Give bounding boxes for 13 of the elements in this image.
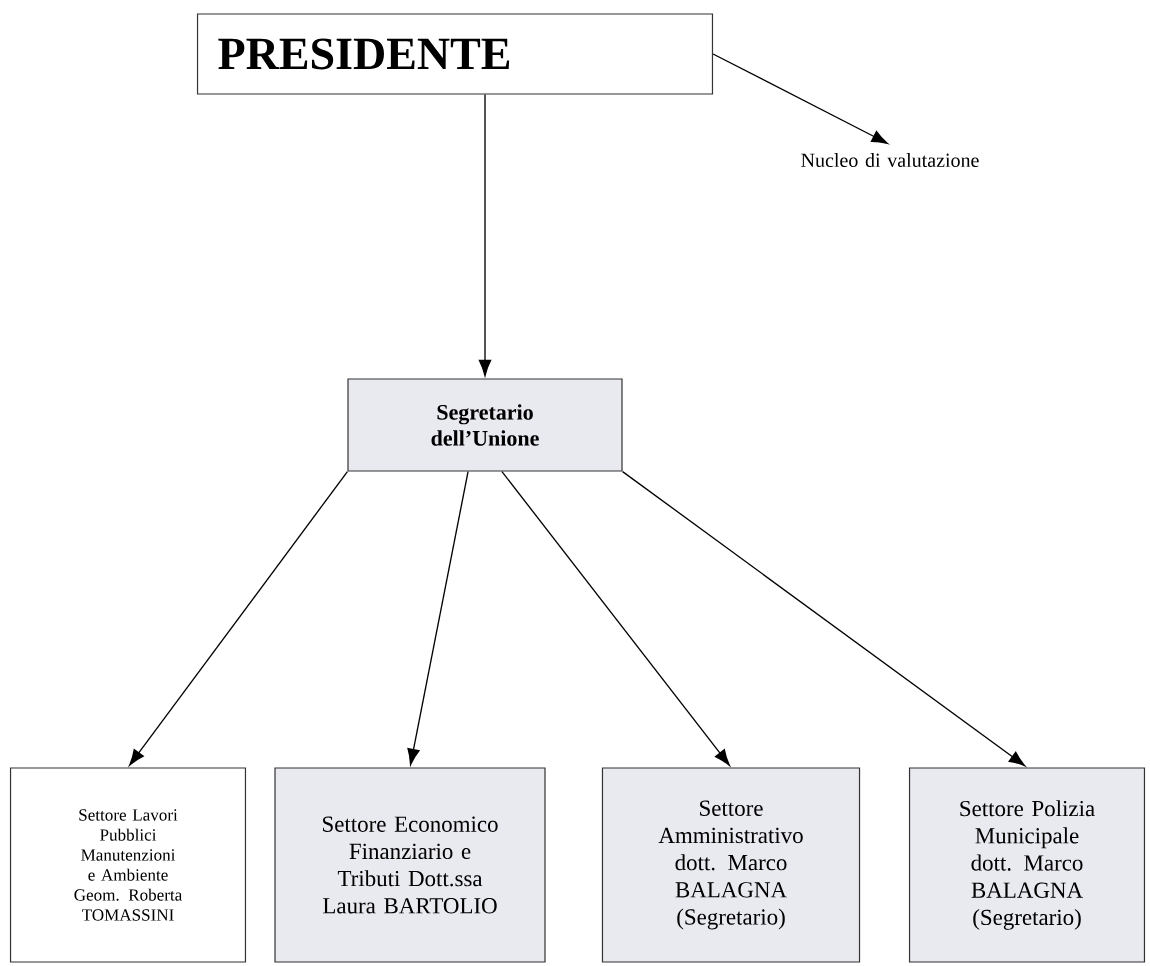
- process-box: Settore Lavori Pubblici Manutenzioni e Ambiente Geom. Roberta TOMASSINI: [9, 767, 247, 963]
- title-box: PRESIDENTE: [196, 13, 714, 95]
- arrow: [478, 93, 492, 377]
- arrow: [407, 470, 469, 766]
- process-box: Segretario dell’Unione: [347, 378, 623, 472]
- arrow: [621, 470, 1026, 767]
- arrow: [712, 53, 889, 145]
- process-box: Settore Amministrativo dott. Marco BALAGNA (Segretario): [601, 767, 861, 963]
- process-box: Settore Polizia Municipale dott. Marco BALAGNA (Segretario): [908, 767, 1146, 963]
- caption-text: Nucleo di valutazione: [801, 152, 979, 168]
- arrow: [501, 470, 730, 766]
- process-box: Settore Economico Finanziario e Tributi Dott.ssa Laura BARTOLIO: [274, 767, 546, 963]
- arrow: [129, 470, 349, 766]
